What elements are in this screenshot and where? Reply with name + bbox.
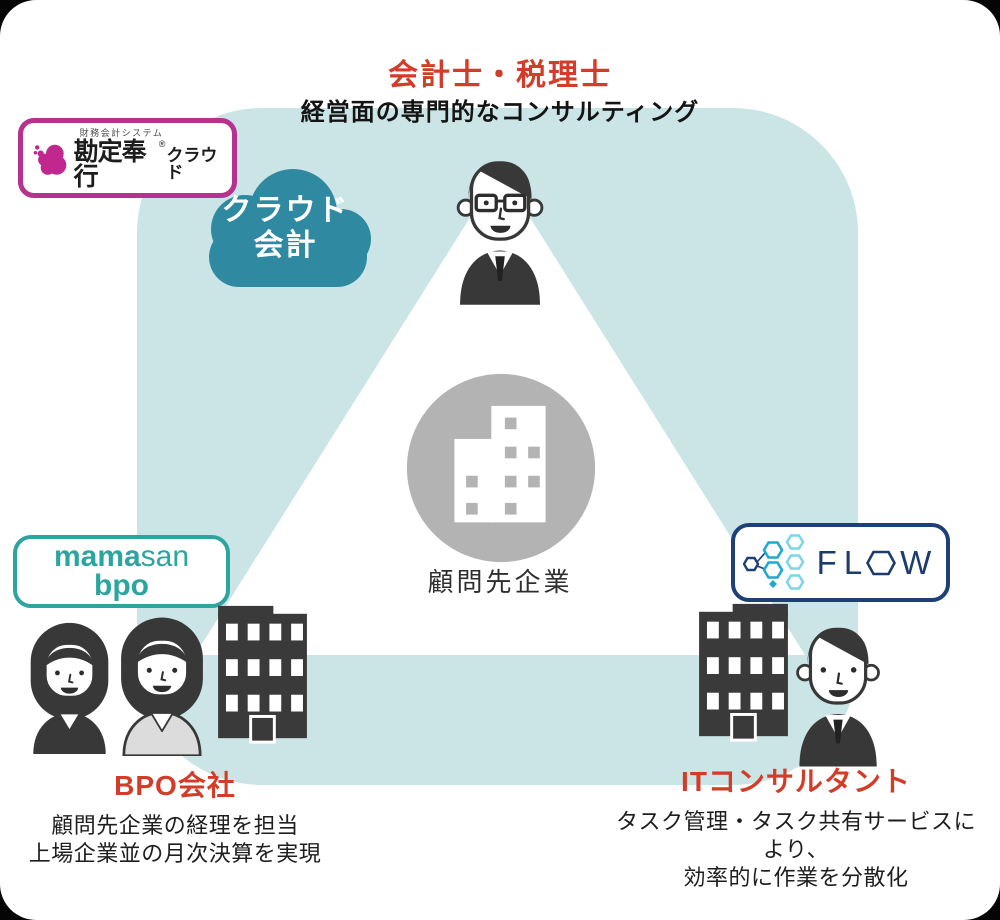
it-title: ITコンサルタント <box>681 766 911 797</box>
bpo-desc-line1: 顧問先企業の経理を担当 <box>51 813 299 838</box>
cloud-badge-label: クラウド 会計 <box>221 194 350 263</box>
page-title: 会計士・税理士 <box>388 59 612 92</box>
kanjo-suffix: クラウド <box>166 146 218 182</box>
accountant-illustration <box>456 161 544 305</box>
kanjo-bugyo-logo: 財務会計システム 勘定奉行 ® クラウド <box>18 118 237 198</box>
bpo-wordmark: bpo <box>94 568 149 602</box>
bpo-desc-line2: 上場企業並の月次決算を実現 <box>28 841 322 867</box>
bpo-title: BPO会社 <box>114 770 236 801</box>
bpo-building-icon <box>218 605 307 744</box>
kanjo-cloud-icon <box>33 144 67 175</box>
flow-wordmark: FL W <box>816 543 939 581</box>
client-company-icon <box>406 373 596 563</box>
bpo-woman-light-illustration <box>121 617 203 756</box>
flow-logo: FL W <box>731 523 950 602</box>
mamasan-bpo-logo: mamasan bpo <box>13 535 230 608</box>
bpo-section: BPO会社 顧問先企業の経理を担当 上場企業並の月次決算を実現 <box>5 764 345 868</box>
cloud-icon <box>209 169 371 287</box>
bpo-woman-dark-illustration <box>30 622 109 754</box>
it-section: ITコンサルタント タスク管理・タスク共有サービスにより、 効率的に作業を分散化 <box>606 760 986 892</box>
flow-hexagon-o <box>866 550 897 575</box>
cloud-accounting-badge: クラウド 会計 <box>183 167 388 305</box>
client-company-label: 顧問先企業 <box>427 567 573 597</box>
flow-network-icon <box>742 533 805 590</box>
mamasan-wordmark: mamasan <box>53 540 190 573</box>
page-subtitle: 経営面の専門的なコンサルティング <box>300 99 700 126</box>
kanjo-product-name: 勘定奉行 <box>73 138 147 191</box>
it-building-icon <box>699 603 788 742</box>
it-consultant-illustration <box>796 627 880 767</box>
registered-trademark: ® <box>158 139 166 149</box>
it-desc-line2: 効率的に作業を分散化 <box>683 865 909 891</box>
it-desc-line1: タスク管理・タスク共有サービスにより、 <box>615 809 976 863</box>
kanjo-system-label: 財務会計システム <box>79 128 164 138</box>
